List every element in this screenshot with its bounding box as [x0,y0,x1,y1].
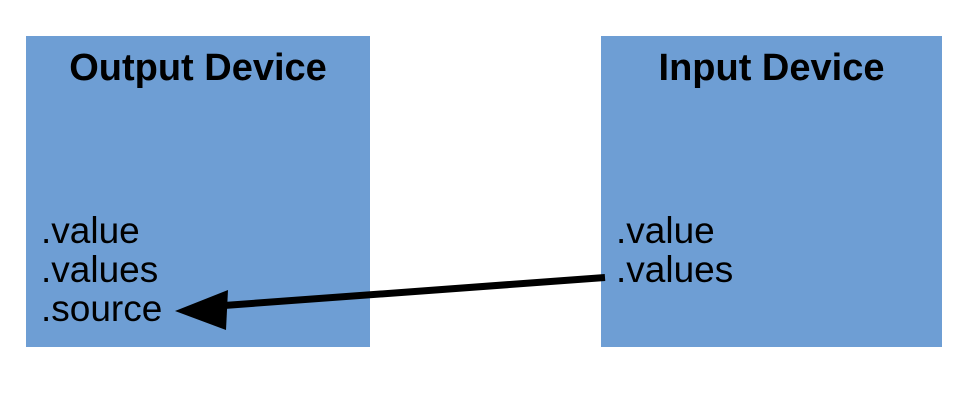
output-device-property-value: .value [41,210,140,251]
output-device-property-source: .source [41,288,163,329]
input-device-property-values: .values [616,249,734,290]
output-device-property-list: .value .values .source [41,211,162,328]
input-device-box: Input Device .value .values [601,36,942,347]
output-device-property-values: .values [41,249,159,290]
output-device-title: Output Device [69,47,327,89]
input-device-property-value: .value [616,210,715,251]
input-device-title: Input Device [658,47,885,89]
input-device-property-list: .value .values [616,211,733,289]
output-device-box: Output Device .value .values .source [26,36,370,347]
